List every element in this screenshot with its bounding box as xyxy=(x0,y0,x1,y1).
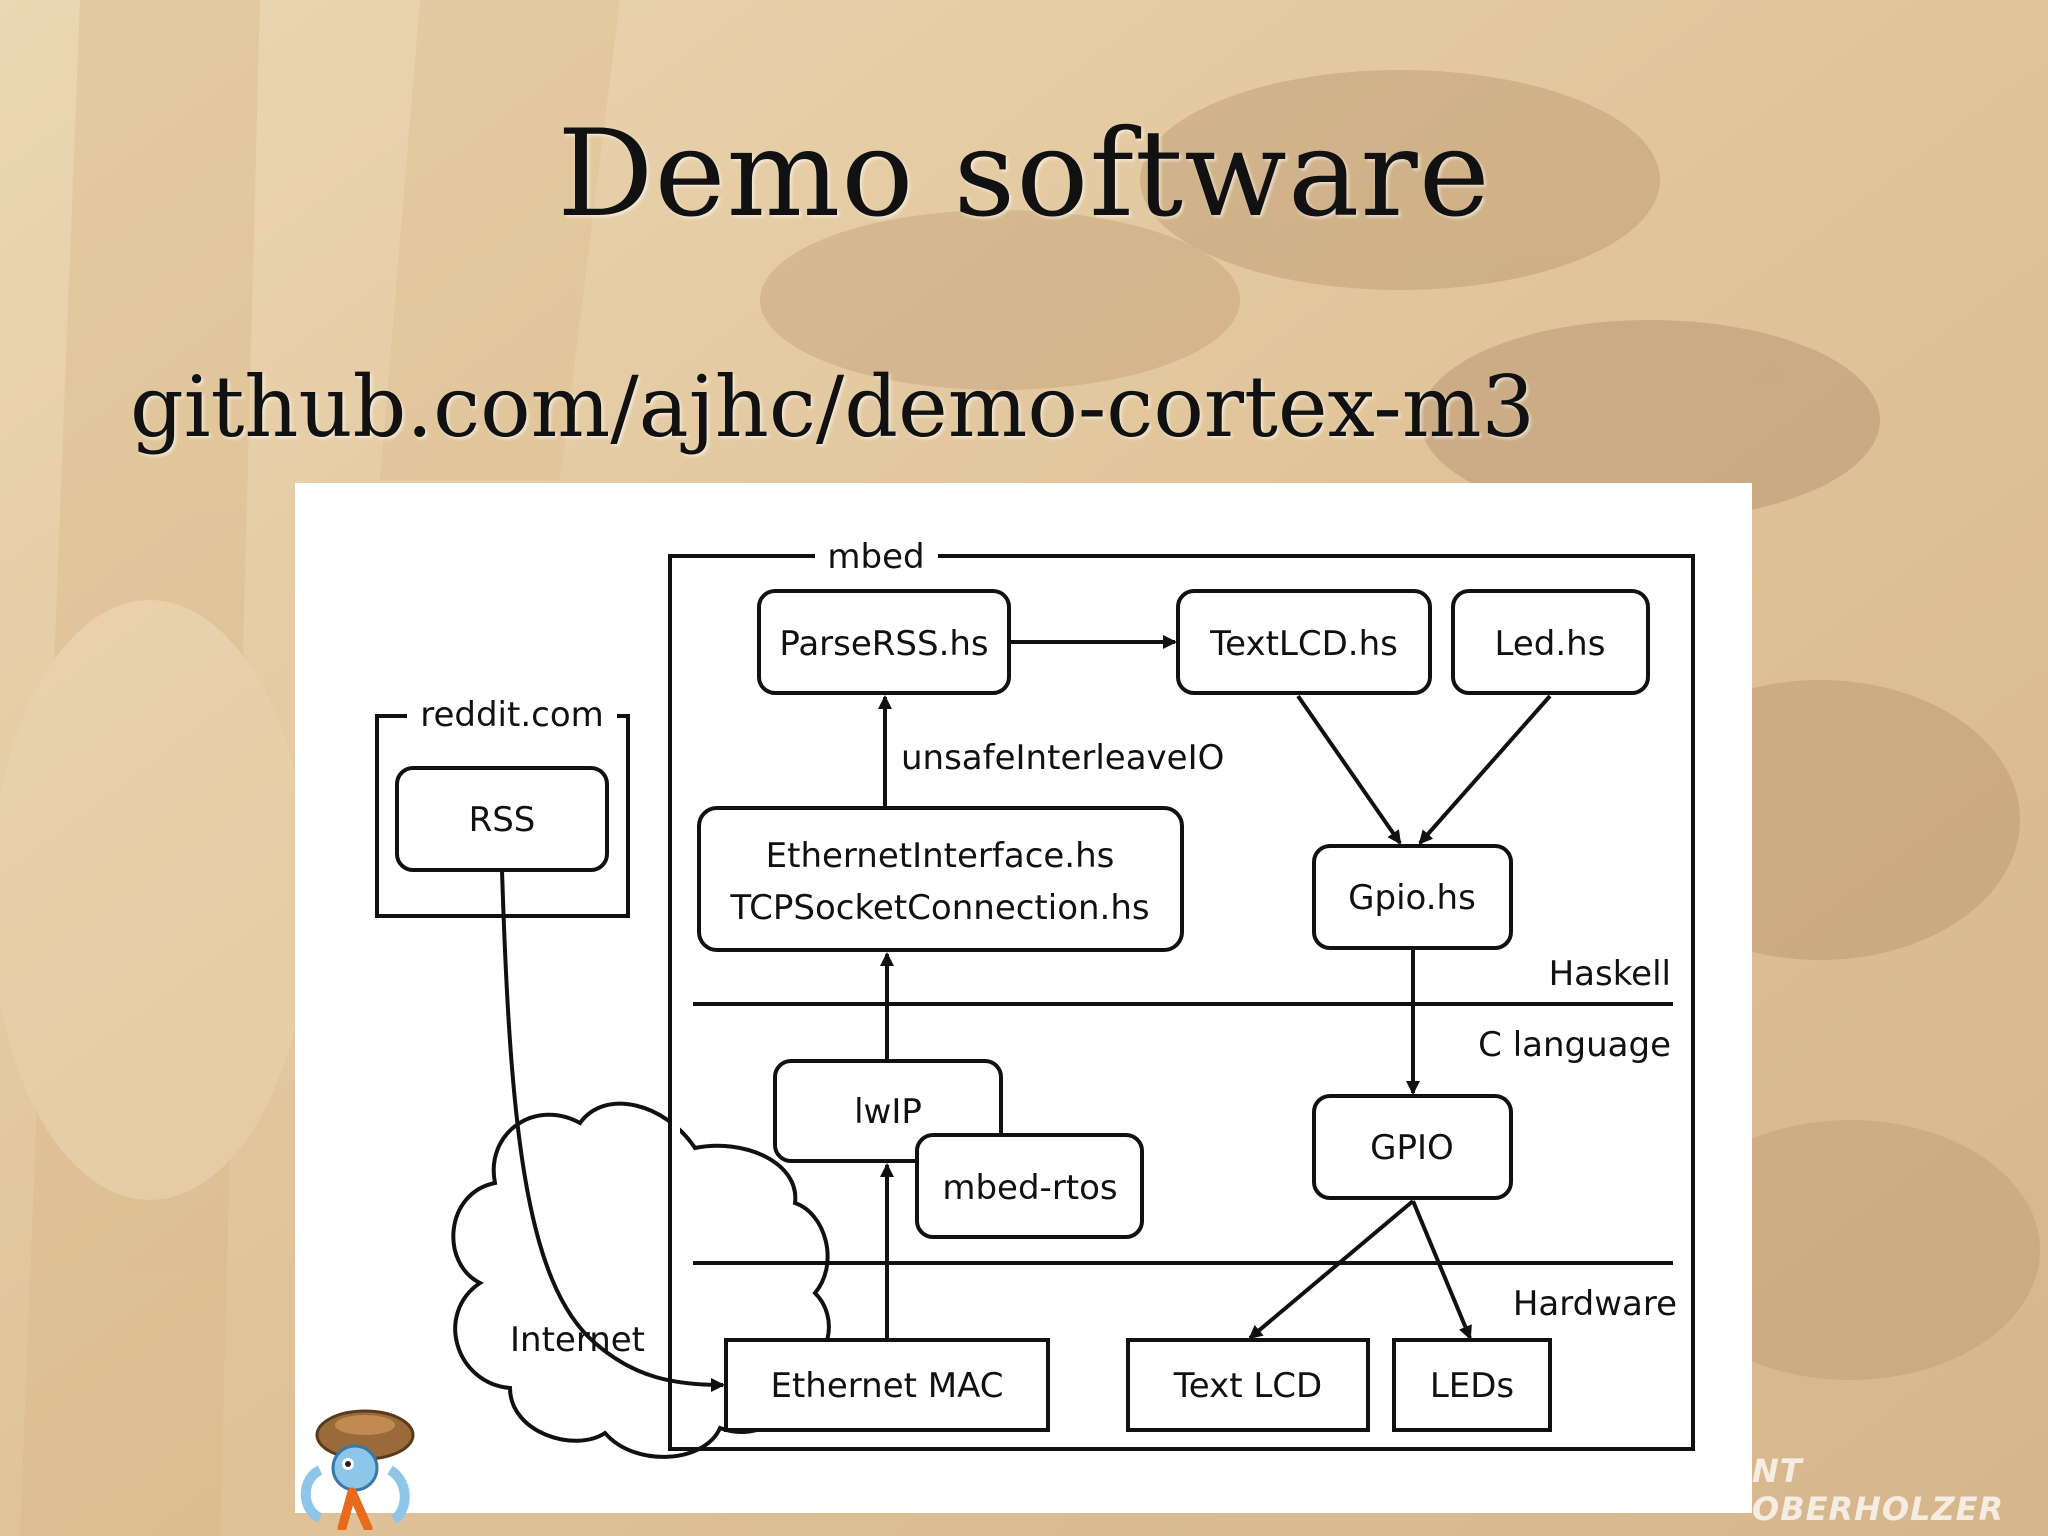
arrow-led-to-gpio xyxy=(1418,694,1552,845)
architecture-diagram-panel: mbed reddit.com ParseRSS.hs TextLCD.hs L… xyxy=(295,483,1752,1513)
arrow-gpio-to-leds xyxy=(1411,1200,1472,1340)
text-lcd-box xyxy=(1126,1338,1370,1432)
arrow-textlcd-to-gpio xyxy=(1296,694,1402,845)
led-hs-box xyxy=(1451,589,1650,695)
gpio-label: GPIO xyxy=(1370,1128,1454,1168)
text-lcd-hs-label: TextLCD.hs xyxy=(1209,624,1398,664)
internet-cloud xyxy=(451,1101,831,1459)
architecture-diagram: mbed reddit.com ParseRSS.hs TextLCD.hs L… xyxy=(375,533,1695,1459)
rss-label: RSS xyxy=(469,800,536,840)
arrow-gpio-to-textlcd xyxy=(1248,1199,1415,1340)
unsafe-interleave-label: unsafeInterleaveIO xyxy=(901,738,1224,778)
ethernet-mac-box xyxy=(724,1338,1050,1432)
ethernet-interface-box xyxy=(697,806,1184,952)
text-lcd-label: Text LCD xyxy=(1173,1366,1322,1406)
ethernet-interface-label: EthernetInterface.hs xyxy=(766,836,1115,876)
gpio-box xyxy=(1312,1094,1513,1200)
leds-box xyxy=(1392,1338,1552,1432)
arrow-rss-to-mac xyxy=(500,869,725,1392)
mbed-rtos-box xyxy=(915,1133,1144,1239)
slide-title: Demo software xyxy=(557,105,1491,244)
mbed-rtos-label: mbed-rtos xyxy=(942,1168,1117,1208)
c-language-layer-label: C language xyxy=(1478,1025,1671,1065)
reddit-group-label: reddit.com xyxy=(420,695,604,735)
hardware-layer-label: Hardware xyxy=(1513,1284,1677,1324)
photo-credit: NT OBERHOLZER xyxy=(1752,1452,2005,1528)
internet-label: Internet xyxy=(510,1320,645,1360)
leds-label: LEDs xyxy=(1430,1366,1514,1406)
haskell-layer-label: Haskell xyxy=(1549,954,1671,994)
mbed-group-border xyxy=(668,554,1695,1451)
gpio-hs-box xyxy=(1312,844,1513,950)
ethernet-mac-label: Ethernet MAC xyxy=(770,1366,1003,1406)
mascot-logo xyxy=(300,1409,415,1530)
tcp-socket-label: TCPSocketConnection.hs xyxy=(729,888,1149,928)
mbed-group-label: mbed xyxy=(827,537,924,577)
lwip-label: lwIP xyxy=(854,1092,922,1132)
text-lcd-hs-box xyxy=(1176,589,1432,695)
gpio-hs-label: Gpio.hs xyxy=(1348,878,1476,918)
parse-rss-label: ParseRSS.hs xyxy=(779,624,988,664)
led-hs-label: Led.hs xyxy=(1495,624,1606,664)
repository-url: github.com/ajhc/demo-cortex-m3 xyxy=(130,358,1535,456)
